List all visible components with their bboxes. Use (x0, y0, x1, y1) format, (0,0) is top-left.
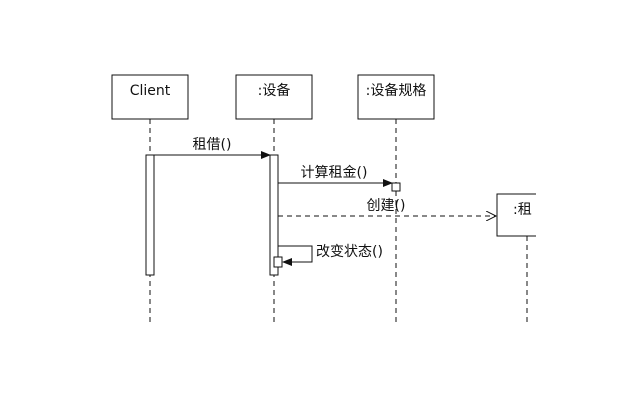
participant-client: Client (111, 74, 189, 120)
message-create: 创建() (278, 198, 496, 216)
participant-rental-label: :租 (513, 202, 532, 218)
message-change-state-arrow (278, 245, 313, 266)
message-change-state-label: 改变状态() (316, 244, 383, 260)
activation-device (269, 154, 279, 276)
participant-spec: :设备规格 (357, 74, 435, 120)
activation-spec (391, 182, 401, 192)
participant-device: :设备 (235, 74, 313, 120)
message-calc-rent: 计算租金() (278, 165, 393, 187)
participant-client-box (111, 74, 189, 120)
participant-spec-box (357, 74, 435, 120)
participant-device-label: :设备 (258, 82, 291, 99)
activation-device-nested (273, 256, 283, 268)
participant-client-label: Client (130, 83, 171, 99)
message-rent: 租借() (154, 137, 271, 159)
participant-spec-label: :设备规格 (366, 82, 427, 99)
message-change-state: 改变状态() (278, 244, 383, 266)
activation-client (145, 154, 155, 276)
participant-device-box (235, 74, 313, 120)
message-calc-rent-label: 计算租金() (301, 165, 368, 181)
clip-cover (536, 0, 640, 400)
participant-rental: :租 (496, 0, 640, 400)
message-rent-label: 租借() (193, 137, 232, 153)
message-create-label: 创建() (367, 198, 406, 214)
